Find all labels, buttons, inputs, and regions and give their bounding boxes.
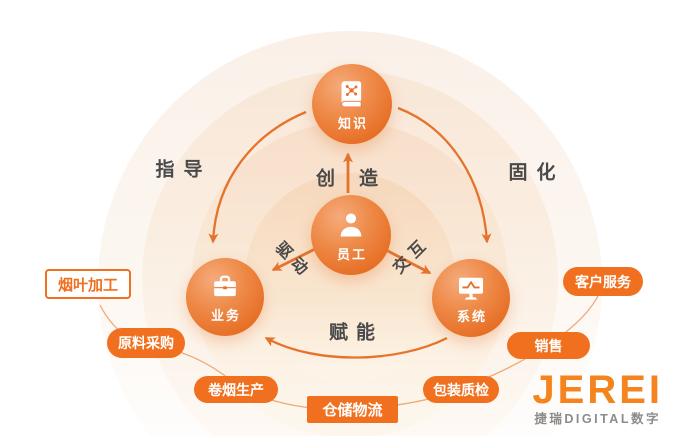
badge-packaging-qc: 包装质检 — [423, 376, 499, 403]
arrow-drive-line — [271, 247, 316, 272]
jerei-logo: JEREI 捷瑞DIGITAL数字 — [532, 370, 663, 426]
node-business: 业务 — [186, 258, 264, 336]
relation-solidify-label: 固化 — [508, 162, 565, 184]
arrow-interact-line — [385, 248, 432, 275]
badge-customer-service: 客户服务 — [563, 267, 643, 296]
relation-empower-label: 赋能 — [328, 322, 384, 344]
briefcase-icon — [209, 271, 241, 303]
relation-create-label: 创造 — [315, 168, 403, 190]
arrow-empower-line — [264, 336, 448, 359]
node-system: 系统 — [432, 259, 510, 337]
person-icon — [334, 208, 368, 242]
node-employee-label: 员工 — [336, 246, 367, 262]
jerei-logo-wordmark: JEREI — [532, 367, 663, 412]
node-system-label: 系统 — [456, 308, 487, 324]
node-knowledge-label: 知识 — [337, 115, 368, 131]
book-network-icon — [335, 77, 369, 111]
badge-cigarette-production: 卷烟生产 — [194, 376, 278, 403]
node-business-label: 业务 — [210, 307, 241, 323]
relation-guide-label: 指导 — [155, 159, 212, 181]
arrow-solidify-line — [397, 106, 492, 244]
badge-sales: 销售 — [507, 332, 590, 359]
node-employee: 员工 — [311, 195, 391, 275]
jerei-logo-tagline: 捷瑞DIGITAL数字 — [534, 411, 661, 426]
monitor-chart-icon — [455, 272, 487, 304]
node-knowledge: 知识 — [312, 64, 392, 144]
arrow-guide-line — [208, 110, 307, 244]
badge-tobacco-processing: 烟叶加工 — [45, 269, 131, 299]
badge-warehouse-logistics: 仓储物流 — [307, 396, 398, 423]
badge-raw-material-purchase: 原料采购 — [107, 328, 185, 358]
